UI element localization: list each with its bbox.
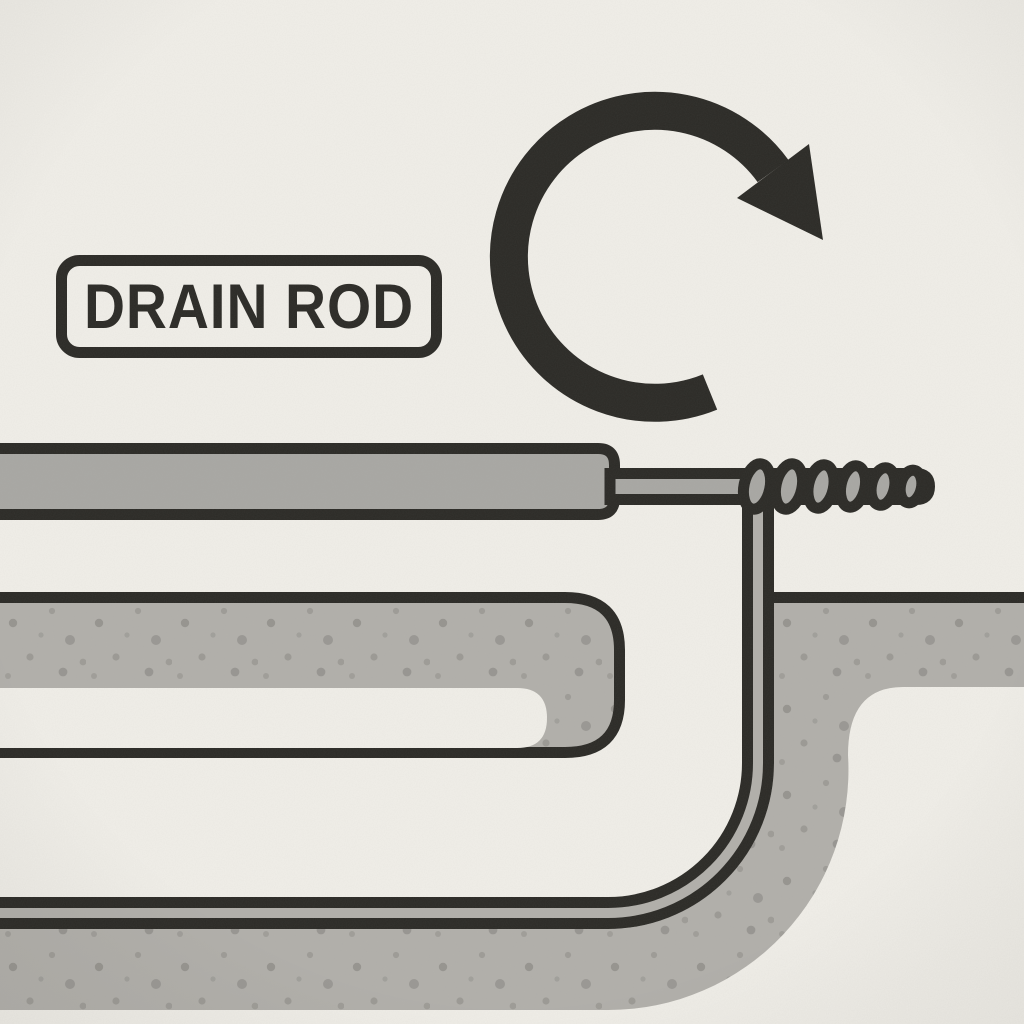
drain-rod-illustration: DRAIN ROD <box>0 0 1024 1024</box>
illustration-canvas: DRAIN ROD <box>0 0 1024 1024</box>
vignette-overlay <box>0 0 1024 1024</box>
